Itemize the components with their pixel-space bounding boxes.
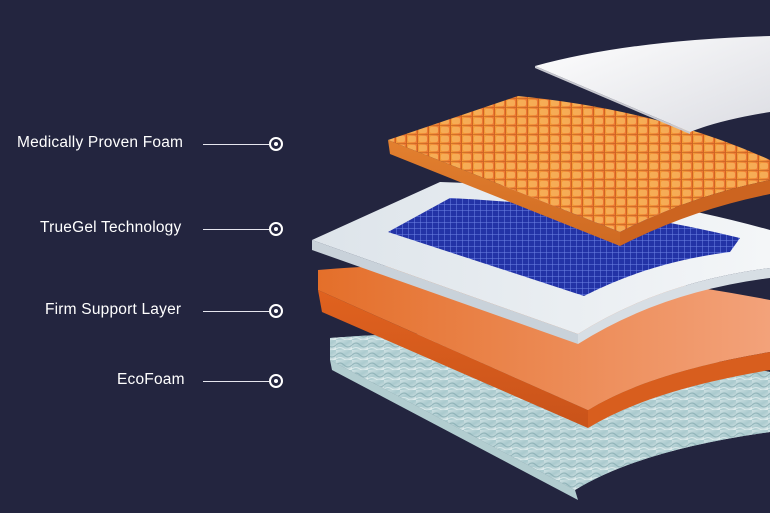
target-marker-icon[interactable] [269, 374, 283, 388]
callout-leader-line [203, 311, 269, 312]
callout-label-medically-proven-foam: Medically Proven Foam [17, 134, 184, 151]
cover-sheet [535, 36, 770, 134]
callout-label-firm-support-layer: Firm Support Layer [45, 301, 182, 318]
callout-leader-line [203, 381, 269, 382]
target-marker-icon[interactable] [269, 304, 283, 318]
callout-leader-line [203, 229, 269, 230]
target-marker-icon[interactable] [269, 137, 283, 151]
callout-label-truegel-technology: TrueGel Technology [40, 219, 182, 236]
target-marker-icon[interactable] [269, 222, 283, 236]
callout-label-ecofoam: EcoFoam [117, 371, 185, 388]
callout-leader-line [203, 144, 269, 145]
medically-proven-foam-layer [388, 96, 770, 246]
